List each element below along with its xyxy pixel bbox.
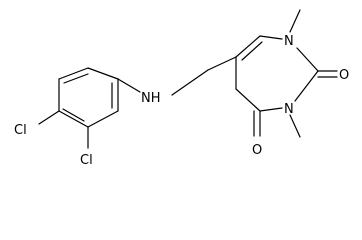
chlorine-label-bottom: Cl xyxy=(80,153,93,168)
bond-n3-c4 xyxy=(259,107,283,112)
bond-c4-c5 xyxy=(235,88,261,112)
ring-nitrogen-top: N xyxy=(284,34,294,49)
oxygen-label-bottom: O xyxy=(252,143,262,158)
molecule-structure: Cl Cl NH N N O O xyxy=(14,9,349,168)
nh-label: NH xyxy=(141,91,161,106)
ring-nitrogen-bottom: N xyxy=(284,102,294,117)
bond xyxy=(58,110,89,128)
bond-c5-c6 xyxy=(235,35,261,58)
double-bond-inner xyxy=(62,108,85,122)
bond-c6-n1 xyxy=(259,35,283,40)
bond-to-cl-left xyxy=(38,110,60,125)
methyl-n3 xyxy=(289,114,301,138)
double-bond-inner xyxy=(63,73,89,84)
bond xyxy=(87,110,119,128)
bond-c2-n3 xyxy=(294,70,319,102)
bond xyxy=(58,67,89,80)
bond-to-nh xyxy=(117,78,141,93)
chlorine-label-top: Cl xyxy=(14,123,27,138)
dichlorophenyl-ring xyxy=(58,67,119,128)
bond-nh-ch2 xyxy=(171,69,209,96)
oxygen-label-right: O xyxy=(339,68,349,83)
bond-ch2-c5 xyxy=(207,56,237,71)
pyrimidinedione-ring xyxy=(235,35,319,112)
methyl-n1 xyxy=(289,9,301,33)
bond-n1-c2 xyxy=(296,47,319,72)
bond xyxy=(87,67,119,80)
double-bond-c5-c6 xyxy=(241,41,263,61)
